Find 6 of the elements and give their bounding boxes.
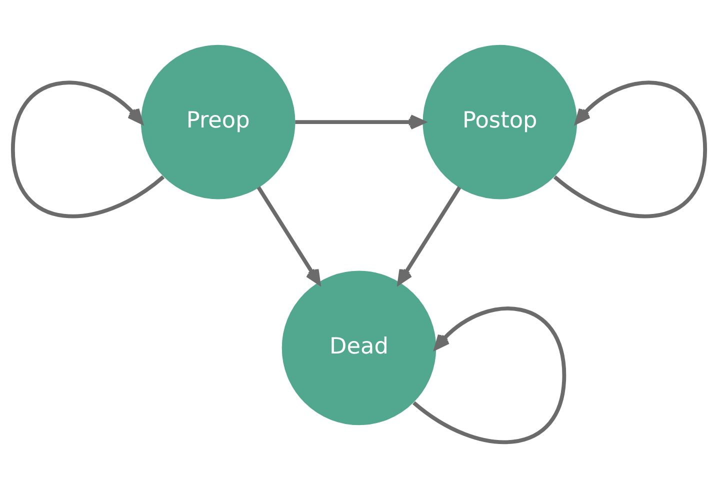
node-circle: Postop — [422, 44, 578, 200]
node-circle: Dead — [282, 270, 436, 426]
node-circle: Preop — [140, 44, 296, 200]
arrow — [295, 114, 426, 130]
arrow — [397, 186, 462, 285]
arrow — [256, 186, 321, 285]
